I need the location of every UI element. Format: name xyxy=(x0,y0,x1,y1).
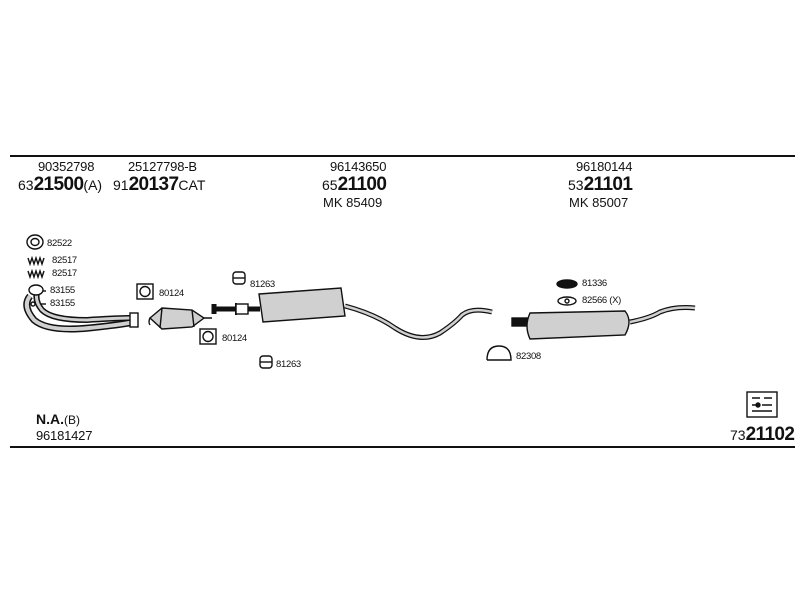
top-rule xyxy=(10,155,795,157)
rubber-mount-icon xyxy=(259,355,273,369)
label-82308: 82308 xyxy=(516,351,541,362)
bottom-rule xyxy=(10,446,795,448)
part-prefix-2: 91 xyxy=(113,177,129,193)
kit-box-icon xyxy=(746,391,778,418)
na-suffix: (B) xyxy=(64,413,80,427)
part-prefix-1: 63 xyxy=(18,177,34,193)
kit-prefix: 73 xyxy=(730,427,746,443)
part-suffix-1: (A) xyxy=(83,177,103,193)
label-82566: 82566 (X) xyxy=(582,295,622,306)
part-main-2: 20137 xyxy=(128,174,179,195)
mk-number-3: MK 85409 xyxy=(323,195,383,210)
label-83155-a: 83155 xyxy=(50,285,75,296)
oe-number-3: 96143650 xyxy=(330,159,387,174)
part-number-2: 9120137CAT xyxy=(113,174,205,196)
mk-number-4: MK 85007 xyxy=(569,195,629,210)
label-82517-b: 82517 xyxy=(52,268,77,279)
oe-number-2: 25127798-B xyxy=(128,159,197,174)
footer-oe-number: 96181427 xyxy=(36,428,93,443)
na-text: N.A. xyxy=(36,411,64,427)
part-prefix-3: 65 xyxy=(322,177,338,193)
hanger-icon xyxy=(556,279,578,289)
gasket-ring-icon xyxy=(26,234,44,250)
label-81263-top: 81263 xyxy=(250,279,275,290)
square-gasket-icon xyxy=(199,328,217,345)
label-81336: 81336 xyxy=(582,278,607,289)
part-main-3: 21100 xyxy=(337,174,387,195)
catalytic-converter-icon xyxy=(148,307,212,330)
clamp-icon xyxy=(557,296,577,306)
label-80124-bottom: 80124 xyxy=(222,333,247,344)
label-80124-top: 80124 xyxy=(159,288,184,299)
front-pipe-icon xyxy=(23,284,139,333)
square-gasket-icon xyxy=(136,283,154,300)
label-83155-b: 83155 xyxy=(50,298,75,309)
kit-part-number: 7321102 xyxy=(730,424,795,446)
spring-icon xyxy=(27,268,45,280)
spring-icon xyxy=(27,255,45,267)
rubber-mount-icon xyxy=(232,271,246,285)
part-suffix-2: CAT xyxy=(178,177,206,193)
center-muffler-icon xyxy=(211,287,493,340)
pipe-clamp-icon xyxy=(486,345,512,361)
label-82517-a: 82517 xyxy=(52,255,77,266)
part-number-1: 6321500(A) xyxy=(18,174,102,196)
oe-number-1: 90352798 xyxy=(38,159,95,174)
oe-number-4: 96180144 xyxy=(576,159,633,174)
part-main-1: 21500 xyxy=(33,174,84,195)
part-prefix-4: 53 xyxy=(568,177,584,193)
part-main-4: 21101 xyxy=(583,174,633,195)
part-number-4: 5321101 xyxy=(568,174,633,196)
rear-muffler-icon xyxy=(511,305,696,340)
na-label: N.A.(B) xyxy=(36,411,80,429)
kit-main: 21102 xyxy=(745,424,795,445)
label-82522: 82522 xyxy=(47,238,72,249)
label-81263-bottom: 81263 xyxy=(276,359,301,370)
part-number-3: 6521100 xyxy=(322,174,387,196)
